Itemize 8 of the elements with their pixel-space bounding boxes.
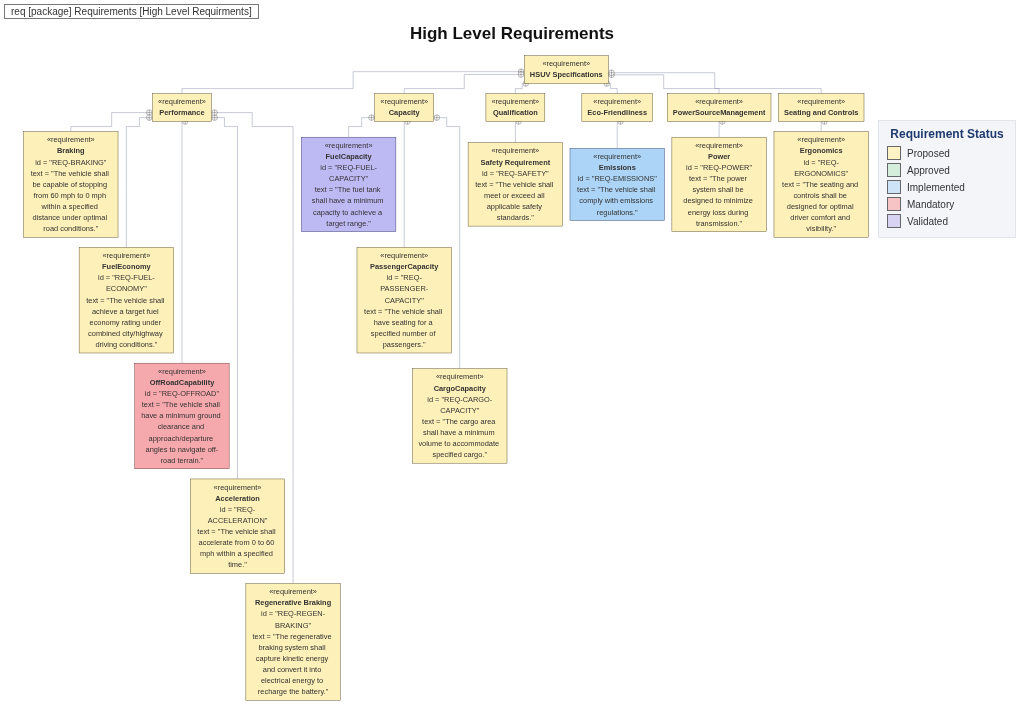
legend-text: Validated [907, 215, 948, 227]
legend-text: Mandatory [907, 198, 955, 210]
legend-title: Requirement Status [889, 127, 1005, 141]
diagram-title: High Level Requirements [408, 24, 616, 44]
legend-text: Approved [907, 164, 950, 176]
legend-text: Implemented [907, 181, 965, 193]
legend-text: Proposed [907, 147, 950, 159]
frame-label: req [package] Requirements [High Level Requirments] [4, 4, 259, 19]
